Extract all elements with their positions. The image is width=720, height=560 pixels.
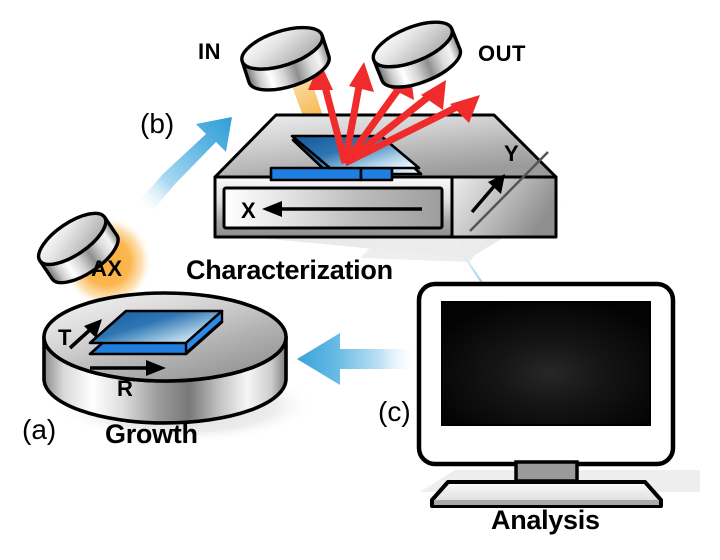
characterization-title: Characterization — [186, 255, 393, 285]
in-port-cylinder — [240, 25, 331, 92]
growth-sample — [88, 309, 224, 356]
ax-source-cylinder — [36, 211, 120, 285]
scattered-beam-1 — [319, 78, 349, 164]
r-axis-arrow-icon — [90, 360, 166, 376]
monitor-screen — [441, 301, 651, 426]
analysis-title: Analysis — [491, 505, 600, 535]
scattered-beam-4 — [342, 91, 435, 166]
t-axis-label: T — [58, 325, 72, 350]
growth-group — [36, 211, 288, 425]
r-axis-label: R — [117, 376, 133, 401]
ax-source-label: AX — [91, 256, 123, 281]
t-axis-arrow-icon — [68, 319, 102, 350]
growth-sample-side-edge — [184, 309, 224, 355]
monitor-neck — [514, 460, 579, 483]
flow-arrow-analysis-to-growth — [297, 333, 416, 385]
in-port-label: IN — [198, 39, 221, 64]
panel-tag-c: (c) — [378, 396, 411, 427]
growth-title: Growth — [105, 419, 198, 449]
x-axis-label: X — [241, 198, 256, 223]
panel-tag-b: (b) — [140, 108, 175, 139]
panel-tag-a: (a) — [22, 414, 57, 445]
scattered-beam-3 — [342, 84, 403, 166]
sample-front-edge — [269, 166, 363, 182]
out-port-label: OUT — [478, 41, 526, 66]
scattered-beam-5 — [343, 100, 465, 167]
y-axis-label: Y — [504, 141, 519, 166]
out-port-cylinder — [371, 20, 463, 89]
stage-y-rail — [469, 151, 549, 232]
stage-shadow — [238, 200, 566, 258]
y-axis-arrow-icon — [470, 174, 505, 214]
stage-right-face — [450, 175, 558, 239]
scattered-beam-2 — [341, 80, 364, 164]
characterization-group — [213, 20, 558, 239]
scattered-beams-group — [319, 78, 465, 167]
analysis-group — [416, 281, 676, 508]
sample-side-edge — [359, 166, 394, 182]
monitor-base-shade — [434, 500, 659, 505]
x-axis-arrow-icon — [262, 201, 422, 217]
flow-arrow-growth-to-characterization — [140, 117, 232, 210]
